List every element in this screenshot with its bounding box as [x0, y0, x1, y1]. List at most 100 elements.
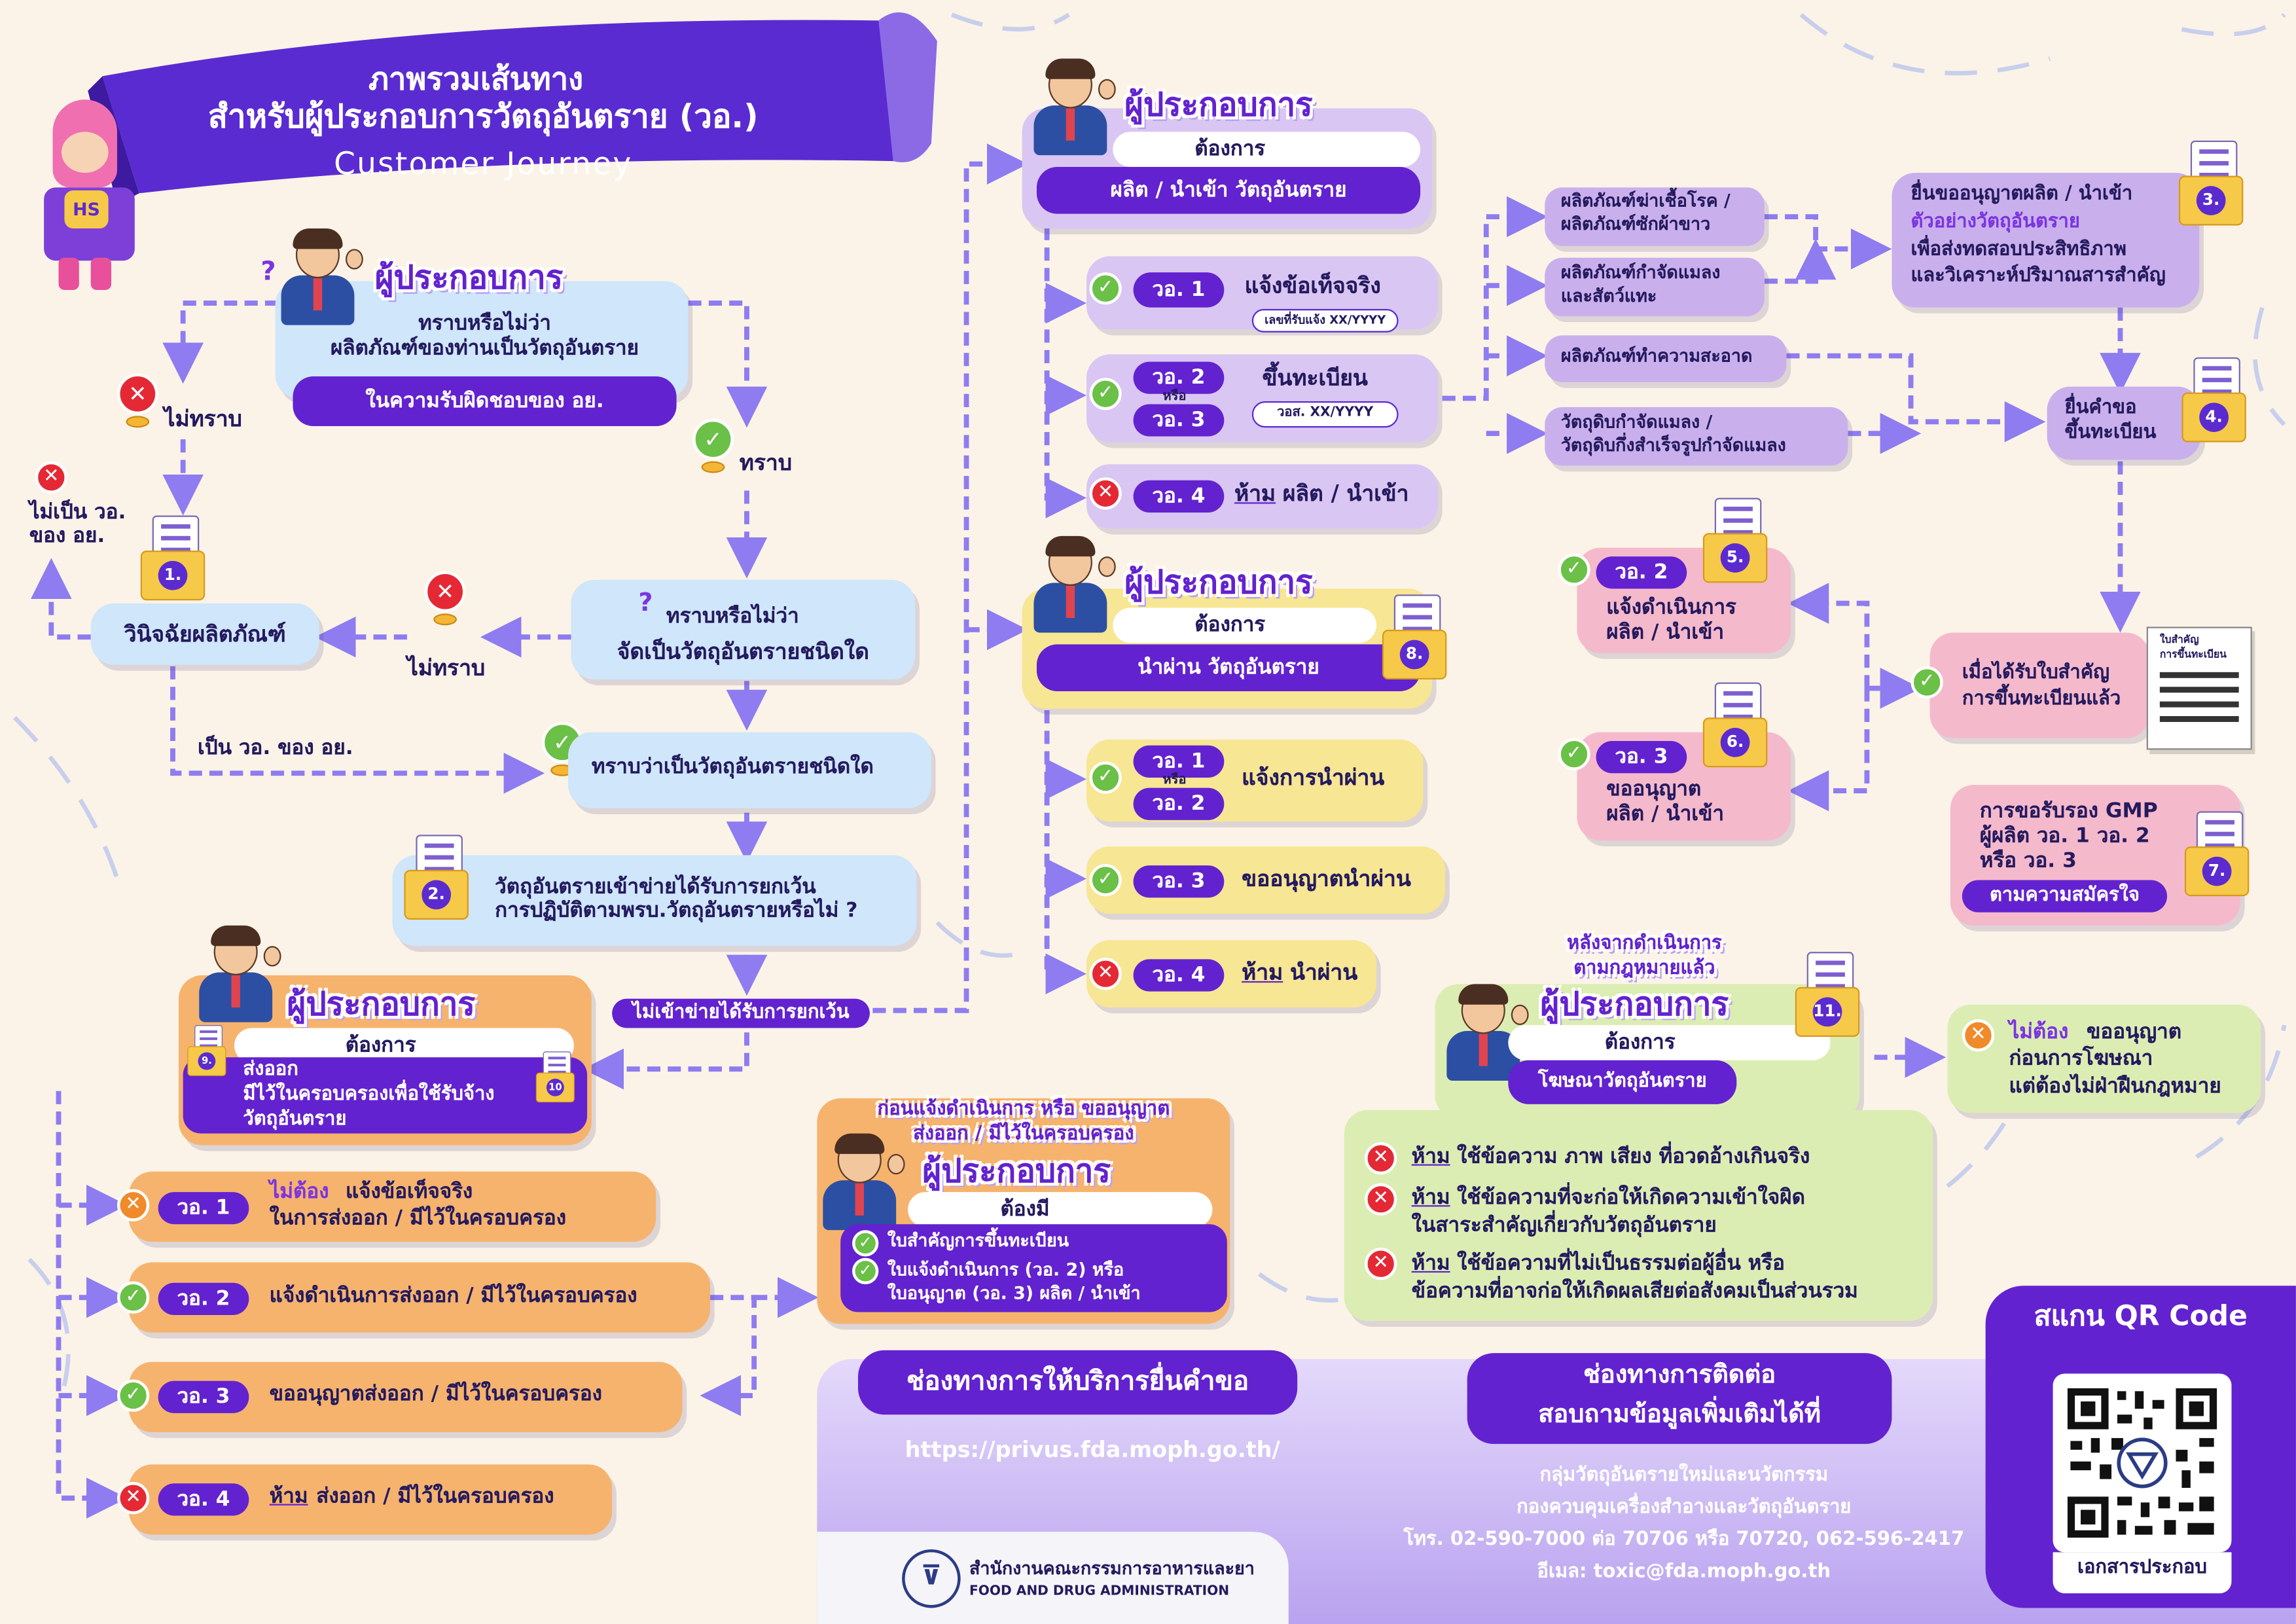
contact-title-line2: สอบถามข้อมูลเพิ่มเติมได้ที่: [1538, 1399, 1821, 1430]
step5-badge: วอ. 2: [1596, 556, 1687, 589]
export-wo1-line1: แจ้งข้อเท็จจริง: [345, 1180, 473, 1204]
step4-line1: ยื่นคำขอ: [2064, 397, 2137, 419]
category-1-line2: ผลิตภัณฑ์ซักผ้าขาว: [1560, 213, 1711, 234]
step-3-number: 3.: [2196, 186, 2226, 215]
export-wo2-text: แจ้งดำเนินการส่งออก / มีไว้ในครอบครอง: [269, 1284, 637, 1308]
operator-title-4: ผู้ประกอบการ: [287, 986, 475, 1024]
advert-result-line3: แต่ต้องไม่ฝ่าฝืนกฎหมาย: [2009, 1075, 2221, 1098]
step5-line2: ผลิต / นำเข้า: [1606, 621, 1725, 645]
category-1-line1: ผลิตภัณฑ์ฆ่าเชื้อโรค /: [1560, 190, 1731, 211]
category-4-line2: วัตถุดิบกึ่งสำเร็จรูปกำจัดแมลง: [1560, 435, 1786, 456]
known-type-label: ทราบว่าเป็นวัตถุอันตรายชนิดใด: [591, 755, 874, 780]
document-1-icon: 1.: [140, 515, 206, 601]
operator-title-2: ผู้ประกอบการ: [1124, 88, 1313, 125]
before-notify-item-2-line1: ใบแจ้งดำเนินการ (วอ. 2) หรือ: [887, 1259, 1124, 1280]
step3-line1: ยื่นขออนุญาตผลิต / นำเข้า: [1910, 183, 2133, 206]
wants-label-4: ต้องการ: [1604, 1030, 1676, 1055]
contact-phone: โทร. 02-590-7000 ต่อ 70706 หรือ 70720, 0…: [1403, 1528, 1965, 1551]
advertise-pill: โฆษณาวัตถุอันตราย: [1508, 1060, 1737, 1104]
certificate-received-box: [1929, 632, 2150, 738]
ban2-line1: ใช้ข้อความที่จะก่อให้เกิดความเข้าใจผิด: [1457, 1186, 1805, 1210]
which-type-box: [571, 579, 916, 680]
known-type-box: [568, 732, 931, 808]
not-fda-line1: ไม่เป็น วอ.: [29, 501, 126, 524]
step3-line3: เพื่อส่งทดสอบประสิทธิภาพ: [1910, 238, 2126, 261]
unknown-label: ไม่ทราบ: [164, 405, 242, 432]
contact-email-link[interactable]: อีเมล: toxic@fda.moph.go.th: [1537, 1561, 1831, 1583]
operator-title-5: ผู้ประกอบการ: [922, 1153, 1111, 1191]
service-url-link[interactable]: https://privus.fda.moph.go.th/: [905, 1436, 1280, 1463]
qr-code-image[interactable]: [2053, 1373, 2232, 1553]
contact-title-pill: [1467, 1353, 1892, 1444]
transit-wo4-text: นำผ่าน: [1289, 959, 1358, 986]
not-required-icon: ✕: [117, 1189, 150, 1221]
qr-caption: เอกสารประกอบ: [2077, 1557, 2208, 1579]
operator-avatar: [276, 228, 363, 325]
registration-certificate-icon: ใบสำคัญ การขึ้นทะเบียน: [2146, 626, 2252, 750]
before-notify-item-2-line2: ใบอนุญาต (วอ. 3) ผลิต / นำเข้า: [887, 1282, 1141, 1304]
or-label: หรือ: [1162, 389, 1187, 405]
export-item-9: ส่งออก: [243, 1058, 298, 1081]
advert-bans-box: [1344, 1110, 1933, 1321]
step7-line3: หรือ วอ. 3: [1979, 849, 2077, 873]
transit-pill: นำผ่าน วัตถุอันตราย: [1036, 644, 1421, 691]
ban2-prefix: ห้าม: [1411, 1186, 1450, 1210]
produce-wo1-text: แจ้งข้อเท็จจริง: [1244, 272, 1381, 299]
produce-wo23-text: ขึ้นทะเบียน: [1262, 365, 1368, 391]
step6-line1: ขออนุญาต: [1606, 777, 1702, 801]
ban-x-icon: ✕: [1365, 1248, 1397, 1280]
check-icon: ✓: [1910, 666, 1943, 699]
produce-import-pill: ผลิต / นำเข้า วัตถุอันตราย: [1036, 167, 1421, 214]
before-notify-header-1: ก่อนแจ้งดำเนินการ หรือ ขออนุญาต: [877, 1098, 1170, 1121]
ban3-prefix: ห้าม: [1411, 1252, 1450, 1276]
ban-x-icon: ✕: [1089, 477, 1122, 510]
document-9-icon: 9.: [187, 1025, 226, 1076]
produce-wo4-text: ผลิต / นำเข้า: [1282, 480, 1409, 507]
known-pin-icon: ✓: [692, 418, 734, 477]
operator-avatar-3: [1028, 535, 1116, 633]
check-icon: ✓: [117, 1281, 150, 1314]
category-4-line1: วัตถุดิบกำจัดแมลง /: [1560, 411, 1713, 432]
contact-title-line1: ช่องทางการติดต่อ: [1583, 1360, 1776, 1390]
export-wo1-badge: วอ. 1: [158, 1192, 249, 1225]
category-disinfectant: [1545, 187, 1765, 246]
export-item-10-line1: มีไว้ในครอบครองเพื่อใช้รับจ้าง: [243, 1083, 495, 1106]
wo1-badge: วอ. 1: [1133, 272, 1225, 308]
document-8-icon: 8.: [1382, 594, 1447, 680]
document-2-icon: 2.: [404, 835, 469, 920]
transit-wo3-badge: วอ. 3: [1133, 865, 1225, 898]
or-label-2: หรือ: [1162, 773, 1187, 788]
export-wo4-text: ส่งออก / มีไว้ในครอบครอง: [316, 1485, 554, 1509]
step4-line2: ขึ้นทะเบียน: [2064, 422, 2157, 444]
mascot-badge: HS: [64, 190, 109, 229]
step-7-number: 7.: [2202, 856, 2232, 886]
question-mark-icon-2: ?: [638, 588, 653, 619]
export-wo3-text: ขออนุญาตส่งออก / มีไว้ในครอบครอง: [269, 1382, 603, 1406]
export-wo4-prefix: ห้าม: [269, 1485, 308, 1509]
unknown-pin-icon: ✕: [117, 373, 158, 431]
check-icon: ✓: [1089, 863, 1122, 897]
before-notify-header-2: ส่งออก / มีไว้ในครอบครอง: [913, 1123, 1134, 1146]
advert-header-2: ตามกฎหมายแล้ว: [1573, 958, 1715, 980]
which-type-line1: ทราบหรือไม่ว่า: [666, 604, 799, 628]
document-7-icon: 7.: [2184, 811, 2250, 897]
ban1-text: ใช้ข้อความ ภาพ เสียง ที่อวดอ้างเกินจริง: [1457, 1145, 1810, 1169]
question-mark-icon: ?: [260, 256, 276, 287]
category-raw-material: [1545, 406, 1848, 466]
check-icon: ✓: [117, 1379, 150, 1412]
unknown-type-pin-icon: ✕: [424, 571, 466, 630]
document-5-icon: 5.: [1702, 497, 1768, 583]
transit-wo1-badge: วอ. 1: [1133, 745, 1225, 778]
step3-line2: ตัวอย่างวัตถุอันตราย: [1910, 211, 2080, 233]
fda-name-th: สำนักงานคณะกรรมการอาหารและยา: [969, 1558, 1255, 1579]
ban2-line2: ในสาระสำคัญเกี่ยวกับวัตถุอันตราย: [1411, 1214, 1717, 1238]
transit-wo12-text: แจ้งการนำผ่าน: [1242, 764, 1385, 791]
step3-line4: และวิเคราะห์ปริมาณสารสำคัญ: [1910, 264, 2166, 287]
advert-result-line2: ก่อนการโฆษณา: [2009, 1047, 2153, 1071]
advert-result-prefix: ไม่ต้อง: [2009, 1020, 2069, 1045]
category-2-line1: ผลิตภัณฑ์กำจัดแมลง: [1560, 262, 1721, 283]
transit-wo3-text: ขออนุญาตนำผ่าน: [1242, 865, 1411, 892]
ban3-line2: ข้อความที่อาจก่อให้เกิดผลเสียต่อสังคมเป็…: [1411, 1280, 1858, 1304]
fda-logo-block: [817, 1532, 1289, 1624]
wo2-badge: วอ. 2: [1133, 361, 1225, 394]
